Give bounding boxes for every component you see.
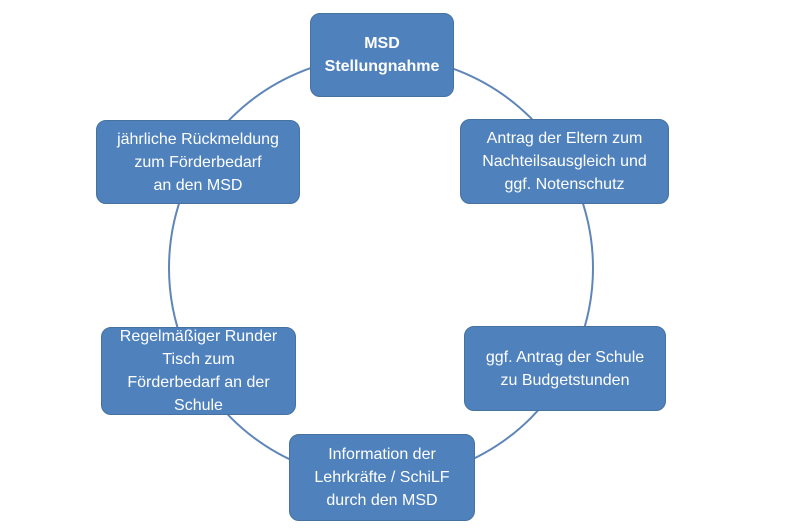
node-runder-tisch-label: Regelmäßiger Runder Tisch zum Förderbeda…	[119, 328, 278, 414]
node-msd-stellungnahme: MSD Stellungnahme	[310, 13, 454, 97]
node-msd-stellungnahme-label: MSD Stellungnahme	[324, 35, 440, 75]
node-jaehrliche-rueckmeldung: jährliche Rückmeldung zum Förderbedarf a…	[96, 120, 300, 204]
node-antrag-schule-label: ggf. Antrag der Schule zu Budgetstunden	[485, 348, 645, 389]
node-information-lehrkraefte-label: Information der Lehrkräfte / SchiLF durc…	[314, 446, 450, 509]
node-antrag-eltern: Antrag der Eltern zum Nachteilsausgleich…	[460, 119, 669, 204]
node-information-lehrkraefte: Information der Lehrkräfte / SchiLF durc…	[289, 434, 475, 521]
node-runder-tisch: Regelmäßiger Runder Tisch zum Förderbeda…	[101, 327, 296, 415]
node-antrag-eltern-label: Antrag der Eltern zum Nachteilsausgleich…	[482, 130, 647, 193]
node-jaehrliche-rueckmeldung-label: jährliche Rückmeldung zum Förderbedarf a…	[117, 130, 279, 194]
node-antrag-schule: ggf. Antrag der Schule zu Budgetstunden	[464, 326, 666, 411]
